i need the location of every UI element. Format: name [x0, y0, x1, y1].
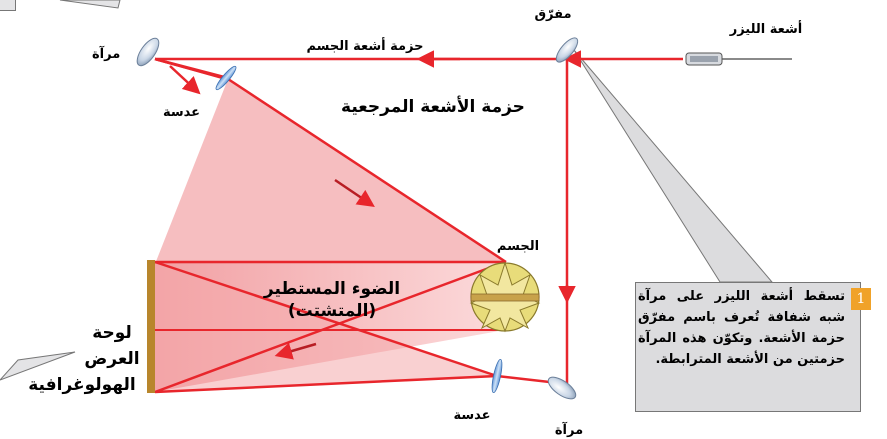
- label-object: الجسم: [497, 239, 539, 254]
- plate-bottom-beam: [154, 374, 498, 394]
- label-laser: أشعة الليزر: [729, 20, 803, 37]
- beam-splitter: [555, 37, 579, 63]
- cone-edge-top: [227, 77, 507, 264]
- callout-number-badge: 1: [851, 288, 871, 310]
- label-plate-2: العرض: [84, 349, 139, 369]
- label-plate-3: الهولوغرافية: [28, 375, 136, 395]
- callout-box-top-left-fragment: [0, 0, 16, 11]
- label-lens-bottom: عدسة: [453, 408, 490, 423]
- callout-pointer-bottom-left: [0, 351, 76, 381]
- callout-pointer-top-left: [59, 0, 121, 9]
- lens-bottom: [491, 358, 503, 394]
- label-mirror-top: مرآة: [92, 45, 120, 62]
- label-scattered-light-2: (المتشتت): [288, 301, 376, 321]
- scatter-beam-a: [154, 260, 498, 378]
- label-splitter: مفرّق: [534, 7, 571, 22]
- label-plate-1: لوحة: [92, 323, 132, 343]
- label-lens-top: عدسة: [163, 105, 200, 120]
- label-mirror-bottom: مرآة: [555, 421, 583, 438]
- callout-text: تسقط أشعة الليزر على مرآة شبه شفافة تُعر…: [638, 289, 845, 367]
- label-scattered-light-1: الضوء المستطير: [263, 279, 400, 299]
- mirror-top: [136, 37, 160, 67]
- lens-top: [215, 65, 237, 91]
- cone-arrow: [334, 178, 375, 207]
- callout-pointer: [573, 49, 774, 283]
- callout-box: [635, 282, 861, 412]
- mirror-lens-arrow: [169, 65, 201, 95]
- label-reference-beam: حزمة الأشعة المرجعية: [341, 96, 525, 117]
- mirror-bottom: [547, 376, 577, 400]
- beam-diag-a: [154, 57, 231, 82]
- laser-device: [685, 52, 792, 66]
- object-sphere: [469, 261, 541, 333]
- reflection-arrow: [274, 342, 317, 360]
- reference-beam-cone: [155, 79, 506, 264]
- holographic-plate: [147, 260, 155, 393]
- scatter-beam-b: [154, 260, 506, 394]
- label-object-beam: حزمة أشعة الجسم: [306, 37, 423, 54]
